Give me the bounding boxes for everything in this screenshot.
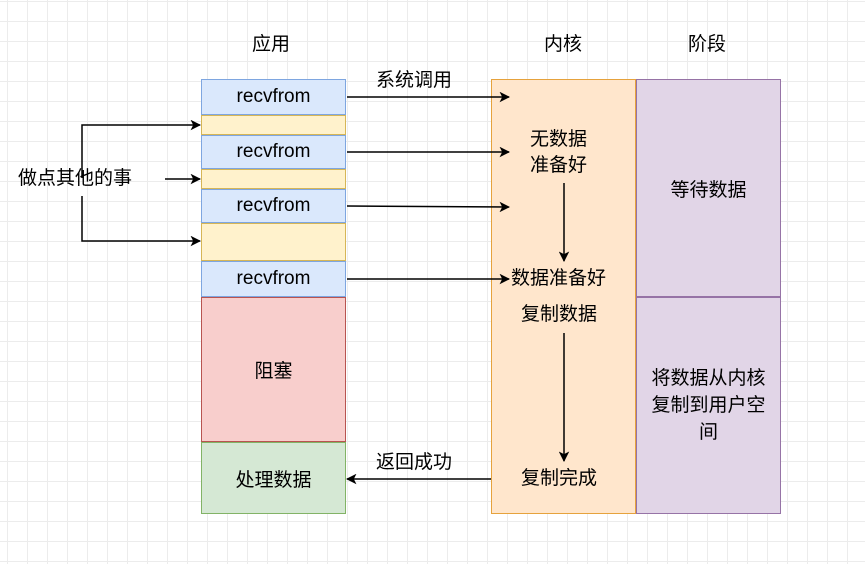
other-work-arrow-top [81,119,202,178]
stage-column-header: 阶段 [688,33,727,55]
kernel-copy-done-label: 复制完成 [521,467,598,489]
recvfrom-label-1: recvfrom [236,86,311,107]
process-data-box: 处理数据 [201,442,346,514]
return-success-label: 返回成功 [376,451,453,473]
other-work-slot-2 [201,169,346,189]
recvfrom-box-4: recvfrom [201,261,346,297]
recvfrom-box-2: recvfrom [201,135,346,169]
process-data-label: 处理数据 [235,468,312,491]
syscall-arrow-3 [346,201,511,213]
kernel-data-ready-label: 数据准备好 [511,267,607,289]
other-work-arrow-bottom [81,196,202,247]
kernel-column-header: 内核 [544,33,583,55]
stage-waiting-box: 等待数据 [636,79,781,297]
recvfrom-label-4: recvfrom [236,268,311,289]
stage-copy-line-1: 将数据从内核 [651,367,766,389]
other-work-label: 做点其他的事 [18,167,133,189]
kernel-no-data-line-2: 准备好 [530,154,588,176]
blocked-box: 阻塞 [201,297,346,442]
other-work-slot-1 [201,115,346,135]
stage-copy-line-2: 复制到用户空 [651,394,766,416]
kernel-copy-data-label: 复制数据 [521,303,598,325]
recvfrom-box-3: recvfrom [201,189,346,223]
stage-copy-box: 将数据从内核 复制到用户空 间 [636,297,781,514]
app-column-header: 应用 [252,33,291,55]
recvfrom-label-3: recvfrom [236,195,311,216]
kernel-no-data-line-1: 无数据 [530,128,588,150]
stage-copy-line-3: 间 [698,421,718,443]
stage-waiting-label: 等待数据 [670,178,747,201]
syscall-label: 系统调用 [376,69,453,91]
recvfrom-label-2: recvfrom [236,141,311,162]
blocked-label: 阻塞 [254,360,293,382]
other-work-slot-3 [201,223,346,261]
recvfrom-box-1: recvfrom [201,79,346,115]
